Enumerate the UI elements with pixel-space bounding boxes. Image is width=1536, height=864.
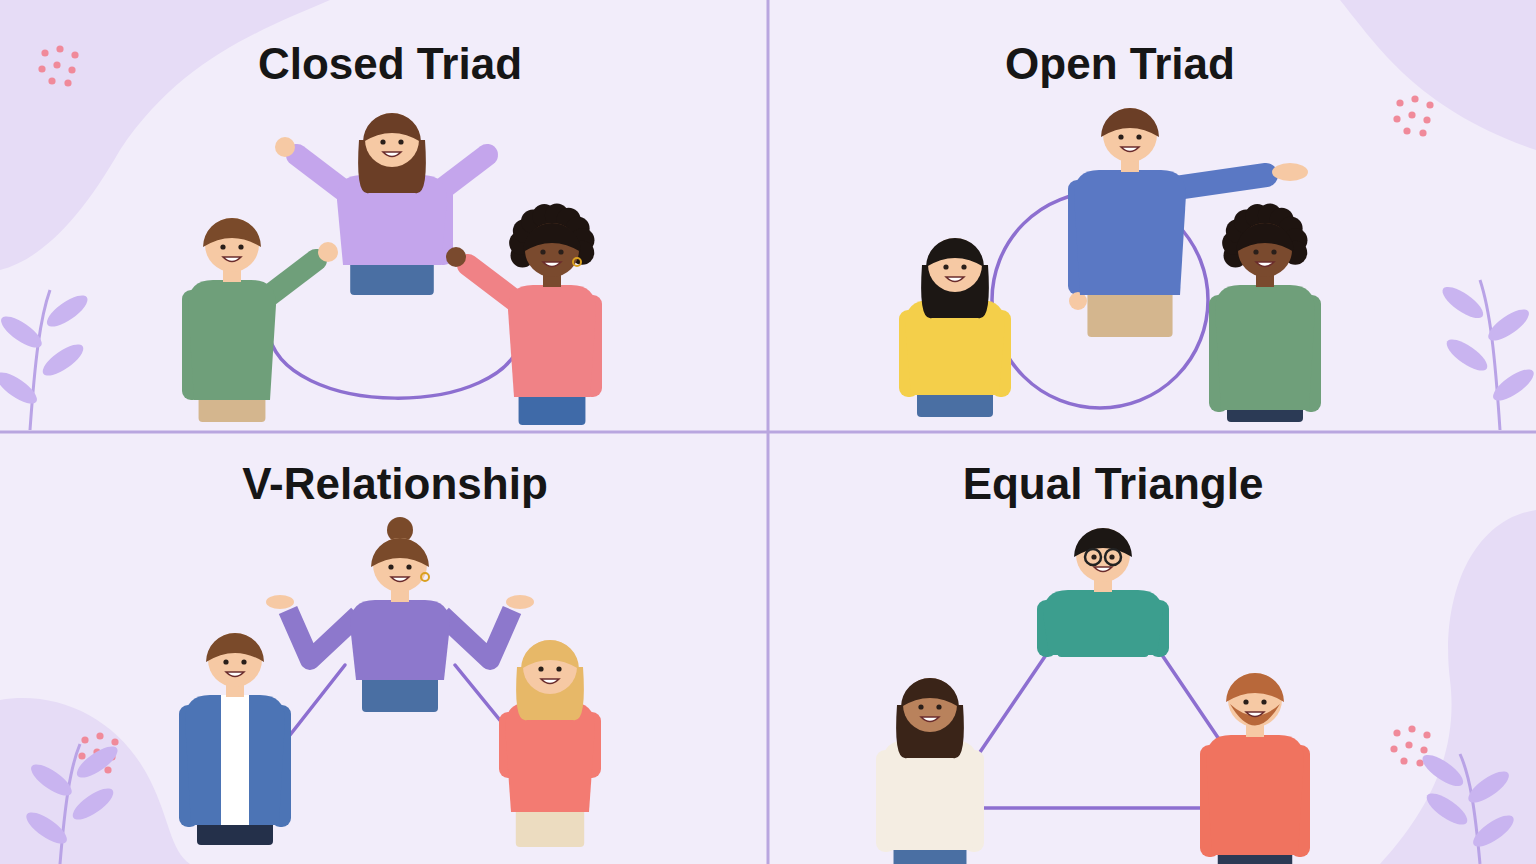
person-figure: [179, 633, 291, 845]
leaf-plant: [0, 290, 92, 430]
person-figure: [499, 640, 601, 847]
background-blob: [1340, 0, 1536, 150]
panel-region: Equal Triangle: [768, 432, 1536, 864]
v-line: [290, 665, 345, 735]
person-figure: [182, 218, 338, 422]
panel-title: Closed Triad: [258, 40, 522, 88]
leaf-plant: [1418, 749, 1518, 864]
closed-arc: [268, 330, 522, 398]
person-figure: [899, 238, 1011, 417]
person-figure: [266, 517, 534, 712]
divider: [0, 431, 1536, 434]
person-figure: [446, 203, 602, 425]
panel-title: Equal Triangle: [963, 460, 1264, 508]
panel-region: Closed Triad: [0, 0, 768, 432]
panel-title: Open Triad: [1005, 40, 1235, 88]
panel-region: Open Triad: [768, 0, 1536, 432]
background-blob: [1380, 510, 1536, 864]
background-blob: [0, 698, 190, 864]
leaf-plant: [22, 741, 122, 864]
people: [179, 108, 1321, 864]
dot-cluster: [1393, 95, 1433, 136]
panel-title: V-Relationship: [242, 460, 548, 508]
leaf-plant: [1438, 280, 1536, 430]
person-figure: [1037, 528, 1169, 657]
person-figure: [1200, 673, 1310, 864]
triangle-lines: [976, 652, 1225, 808]
dot-cluster: [38, 45, 78, 86]
person-figure: [1209, 203, 1321, 422]
panel-region: V-Relationship: [0, 432, 768, 864]
person-figure: [876, 678, 984, 864]
